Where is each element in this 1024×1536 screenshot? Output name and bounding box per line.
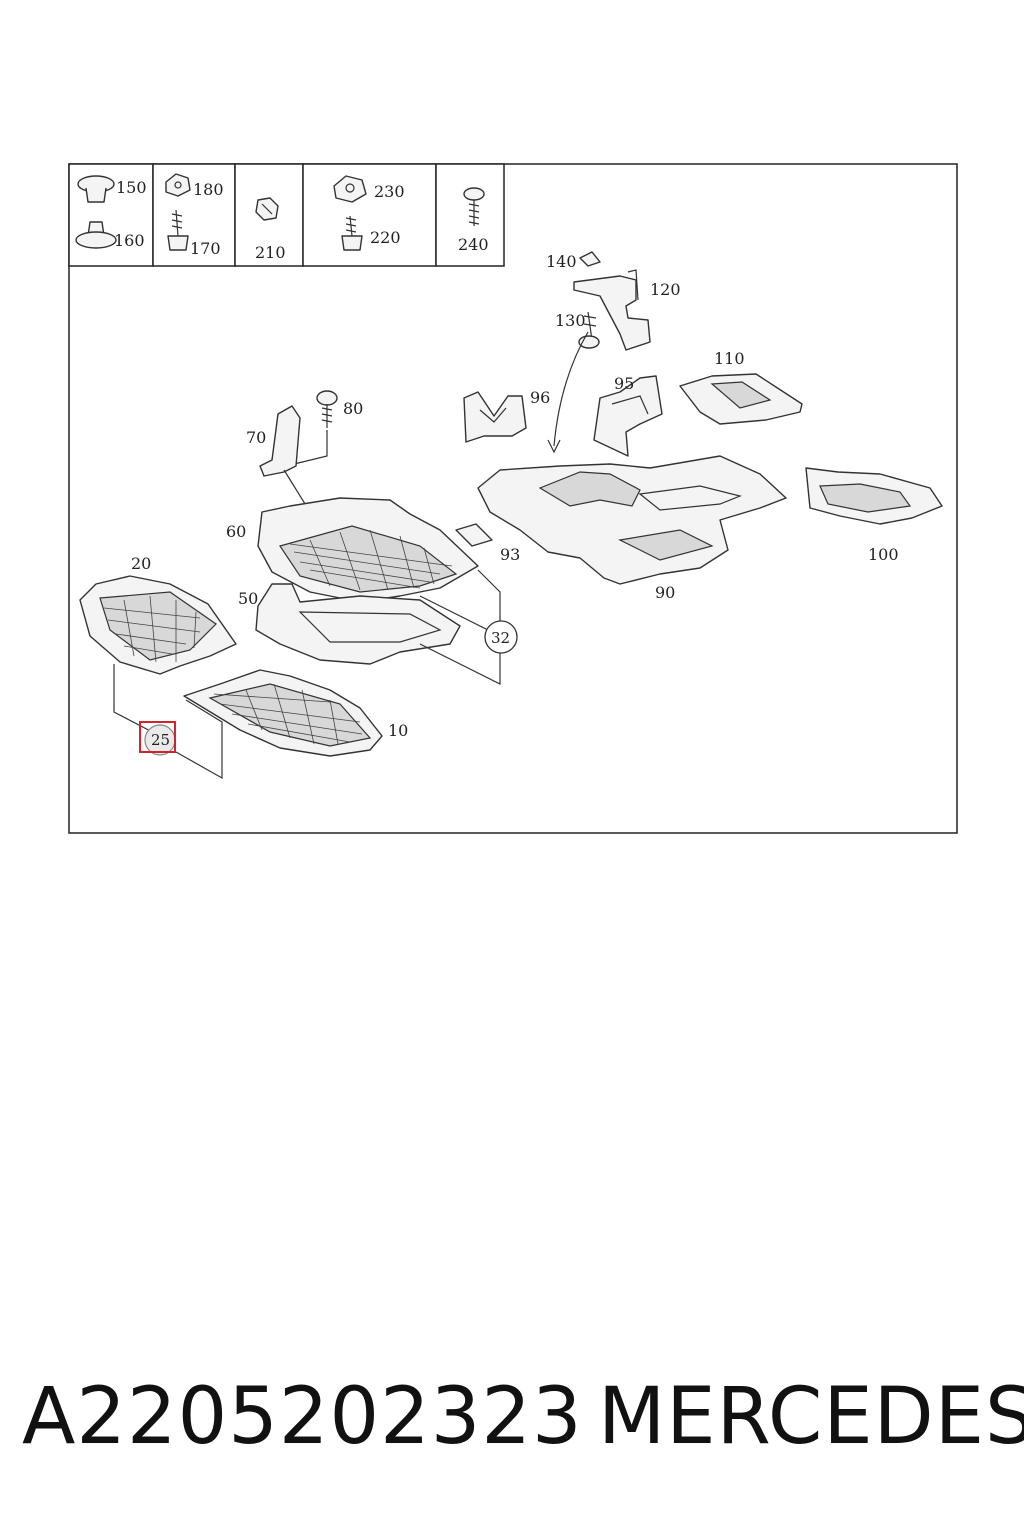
label-120: 120 xyxy=(650,280,681,299)
pad-93 xyxy=(455,523,493,547)
clip-150-icon xyxy=(77,175,115,203)
label-160: 160 xyxy=(114,231,145,250)
part-number: A2205202323 xyxy=(22,1372,583,1462)
bracket-96 xyxy=(463,391,527,443)
panel-10 xyxy=(183,669,383,757)
label-210: 210 xyxy=(255,243,286,262)
callout-32-circle xyxy=(484,620,518,654)
label-150: 150 xyxy=(116,178,147,197)
label-90: 90 xyxy=(655,583,675,602)
bracket-95 xyxy=(593,375,663,457)
callout-32: 32 xyxy=(491,629,510,647)
label-170: 170 xyxy=(190,239,221,258)
bolt-220-icon xyxy=(341,215,363,251)
label-70: 70 xyxy=(246,428,266,447)
callout-25: 25 xyxy=(151,731,170,749)
rivet-160-icon xyxy=(75,221,117,249)
label-230: 230 xyxy=(374,182,405,201)
label-20: 20 xyxy=(131,554,151,573)
screw-240-icon xyxy=(463,187,485,226)
bracket-120 xyxy=(547,251,651,454)
panel-110 xyxy=(679,373,803,425)
panel-60 xyxy=(257,497,479,603)
bolt-80 xyxy=(285,390,338,467)
label-130: 130 xyxy=(555,311,586,330)
clip-210-icon xyxy=(255,197,279,221)
label-95: 95 xyxy=(614,374,634,393)
label-110: 110 xyxy=(714,349,745,368)
label-96: 96 xyxy=(530,388,550,407)
label-10: 10 xyxy=(388,721,408,740)
label-60: 60 xyxy=(226,522,246,541)
label-180: 180 xyxy=(193,180,224,199)
callout-25-highlight xyxy=(139,721,176,753)
panel-100 xyxy=(805,467,943,525)
label-220: 220 xyxy=(370,228,401,247)
brand-name: MERCEDES xyxy=(598,1372,1024,1462)
label-240: 240 xyxy=(458,235,489,254)
screw-170-icon xyxy=(167,209,189,251)
label-140: 140 xyxy=(546,252,577,271)
callout-25-leader xyxy=(113,664,223,780)
panel-50 xyxy=(255,583,461,665)
nut-180-icon xyxy=(165,173,191,197)
fastener-table: 150 160 180 170 210 230 220 240 xyxy=(68,163,505,267)
label-100: 100 xyxy=(868,545,899,564)
label-93: 93 xyxy=(500,545,520,564)
nut-230-icon xyxy=(333,175,367,203)
panel-90 xyxy=(477,455,787,585)
panel-20 xyxy=(79,575,237,675)
label-50: 50 xyxy=(238,589,258,608)
label-80: 80 xyxy=(343,399,363,418)
